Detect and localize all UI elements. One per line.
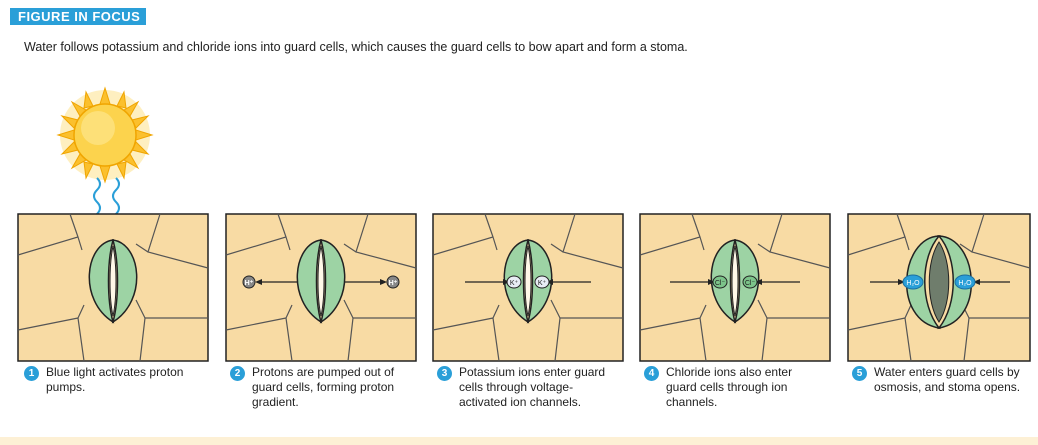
ion-label-2: H⁺: [389, 280, 398, 287]
panel-4: Cl⁻ Cl⁻: [640, 214, 830, 361]
caption-text: Chloride ions also enter guard cells thr…: [666, 365, 826, 410]
panel-3: K⁺ K⁺: [433, 214, 623, 361]
proton-icon: H⁺: [243, 276, 255, 288]
caption-text: Potassium ions enter guard cells through…: [459, 365, 619, 410]
ion-label-4: Cl⁻: [715, 280, 726, 287]
panel-2: H⁺ H⁺: [226, 214, 416, 361]
caption-text: Blue light activates proton pumps.: [46, 365, 206, 395]
ion-label-3: K⁺: [510, 280, 519, 287]
step-number-badge: 5: [852, 366, 867, 381]
proton-icon: H⁺: [387, 276, 399, 288]
water-molecule-icon: H₂O: [903, 275, 923, 289]
caption-text: Protons are pumped out of guard cells, f…: [252, 365, 412, 410]
panel-1: [18, 214, 208, 361]
step-number-badge: 2: [230, 366, 245, 381]
caption-background-strip: [0, 437, 1038, 445]
step-number-badge: 4: [644, 366, 659, 381]
ion-label-2: H⁺: [245, 280, 254, 287]
potassium-ion-icon: K⁺: [507, 276, 521, 288]
step-number-badge: 3: [437, 366, 452, 381]
ion-label-4: Cl⁻: [745, 280, 756, 287]
potassium-ion-icon: K⁺: [535, 276, 549, 288]
sun-icon: [58, 88, 152, 182]
panel-5: H₂O H₂O: [848, 214, 1030, 361]
ion-label-5: H₂O: [958, 280, 972, 287]
ion-label-5: H₂O: [906, 280, 920, 287]
caption-text: Water enters guard cells by osmosis, and…: [874, 365, 1034, 395]
water-molecule-icon: H₂O: [955, 275, 975, 289]
ion-label-3: K⁺: [538, 280, 547, 287]
step-number-badge: 1: [24, 366, 39, 381]
chloride-ion-icon: Cl⁻: [713, 276, 727, 288]
chloride-ion-icon: Cl⁻: [743, 276, 757, 288]
